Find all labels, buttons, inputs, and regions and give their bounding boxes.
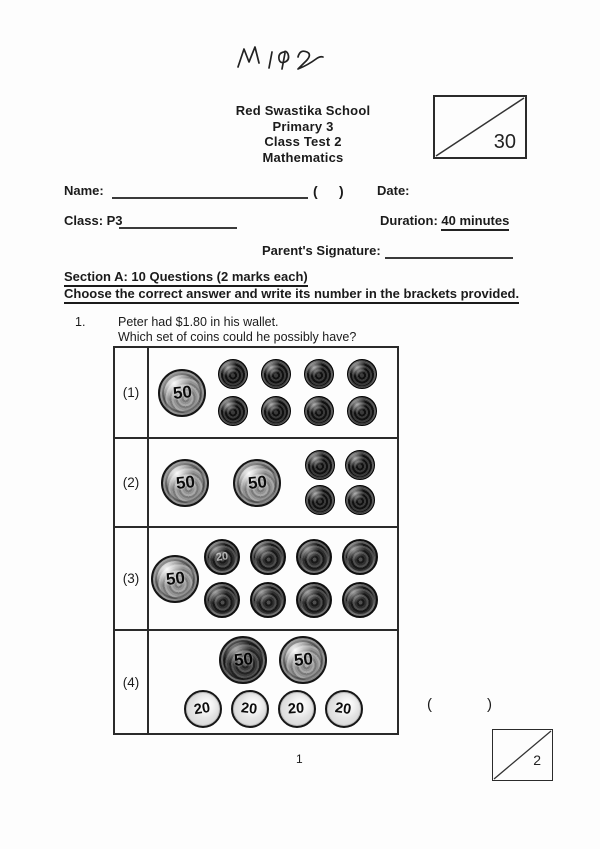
coin-20-cents-dark: [342, 582, 378, 618]
coin-value: 50: [292, 649, 314, 670]
option-coins: 50 50 20 20 20 20: [149, 631, 397, 733]
question-text: Peter had $1.80 in his wallet. Which set…: [118, 315, 356, 344]
coin-value: 20: [240, 700, 259, 718]
index-paren-close: ): [339, 183, 344, 199]
coin-20-cents: 20: [324, 690, 363, 728]
section-a-instruction: Choose the correct answer and write its …: [64, 286, 520, 304]
coin-20-cents-dark: [296, 539, 332, 575]
coin-20-cents-dark: [342, 539, 378, 575]
diagonal-line: [435, 97, 525, 157]
coin-value: 50: [246, 471, 268, 493]
coin-20-cents-dark: [250, 582, 286, 618]
option-label: (1): [115, 348, 149, 437]
coin-20-cents-dark: 20: [204, 539, 240, 575]
coin-value: 50: [174, 471, 196, 493]
question-marks-value: 2: [533, 752, 541, 768]
class-blank-line[interactable]: [119, 227, 237, 229]
duration-label: Duration:: [380, 213, 438, 228]
question-line-1: Peter had $1.80 in his wallet.: [118, 315, 279, 329]
total-marks-value: 30: [493, 131, 516, 153]
coin-value: 50: [171, 381, 193, 403]
option-row: (1) 50: [115, 348, 397, 439]
option-label: (2): [115, 439, 149, 526]
handwriting-mark: W 19 2: [237, 46, 324, 70]
coin-value: 20: [215, 550, 229, 564]
paper-header: Red Swastika School Primary 3 Class Test…: [0, 103, 600, 165]
coin-10-cents: [345, 485, 375, 515]
coin-20-cents-dark: [204, 582, 240, 618]
coin-10-cents: [345, 450, 375, 480]
option-label: (4): [115, 631, 149, 733]
parent-signature-line[interactable]: [385, 257, 513, 259]
coin-50-cents: 50: [233, 458, 281, 507]
duration-value: 40 minutes: [441, 213, 510, 231]
coin-10-cents: [261, 396, 291, 426]
class-label: Class: P3: [64, 213, 123, 228]
coin-value: 50: [232, 649, 254, 670]
option-row: (4) 50 50 20 20 20 20: [115, 631, 397, 733]
coin-10-cents: [305, 485, 335, 515]
answer-paren-close: ): [487, 696, 492, 713]
coin-10-cents: [305, 450, 335, 480]
test-title: Class Test 2: [264, 134, 342, 149]
answer-paren-open[interactable]: (: [427, 696, 432, 713]
coin-value: 20: [334, 699, 353, 719]
coin-10-cents: [347, 396, 377, 426]
coin-value: 50: [164, 567, 186, 589]
option-label: (3): [115, 528, 149, 629]
name-label: Name:: [64, 183, 104, 198]
coin-50-cents: 50: [158, 368, 206, 417]
option-coins: 50: [149, 348, 397, 437]
options-table: (1) 50 (2) 50 50 (3) 50 20 (4) 50 50 20 20 20 20: [113, 346, 399, 735]
question-marks-box: 2: [492, 729, 553, 781]
level: Primary 3: [272, 118, 334, 134]
option-row: (2) 50 50: [115, 439, 397, 528]
section-a-title: Section A: 10 Questions (2 marks each): [64, 269, 308, 287]
school-name: Red Swastika School: [235, 103, 371, 118]
diagonal-line: [493, 730, 552, 780]
option-row: (3) 50 20: [115, 528, 397, 631]
coin-50-cents: 50: [279, 636, 327, 684]
name-blank-line[interactable]: [112, 197, 308, 199]
coin-20-cents-dark: [250, 539, 286, 575]
coin-20-cents-dark: [296, 582, 332, 618]
page-number: 1: [296, 752, 303, 766]
coin-20-cents: 20: [183, 690, 222, 728]
coin-50-cents: 50: [219, 636, 267, 684]
coin-10-cents: [218, 359, 248, 389]
option-coins: 50 20: [149, 528, 397, 629]
coin-value: 20: [287, 700, 306, 718]
coin-50-cents: 50: [151, 554, 199, 603]
coin-10-cents: [304, 396, 334, 426]
coin-10-cents: [218, 396, 248, 426]
question-number: 1.: [75, 315, 86, 329]
coin-10-cents: [304, 359, 334, 389]
date-label: Date:: [377, 183, 410, 198]
option-coins: 50 50: [149, 439, 397, 526]
coin-10-cents: [261, 359, 291, 389]
coin-10-cents: [347, 359, 377, 389]
index-paren-open: (: [313, 183, 318, 199]
question-line-2: Which set of coins could he possibly hav…: [118, 329, 357, 344]
subject: Mathematics: [262, 149, 344, 165]
coin-20-cents: 20: [230, 690, 269, 728]
duration-field: Duration: 40 minutes: [380, 213, 510, 231]
coin-50-cents: 50: [161, 458, 209, 507]
coin-20-cents: 20: [277, 690, 316, 728]
coin-value: 20: [193, 699, 212, 719]
total-marks-box: 30: [433, 95, 527, 159]
parent-signature-label: Parent's Signature:: [262, 243, 381, 258]
